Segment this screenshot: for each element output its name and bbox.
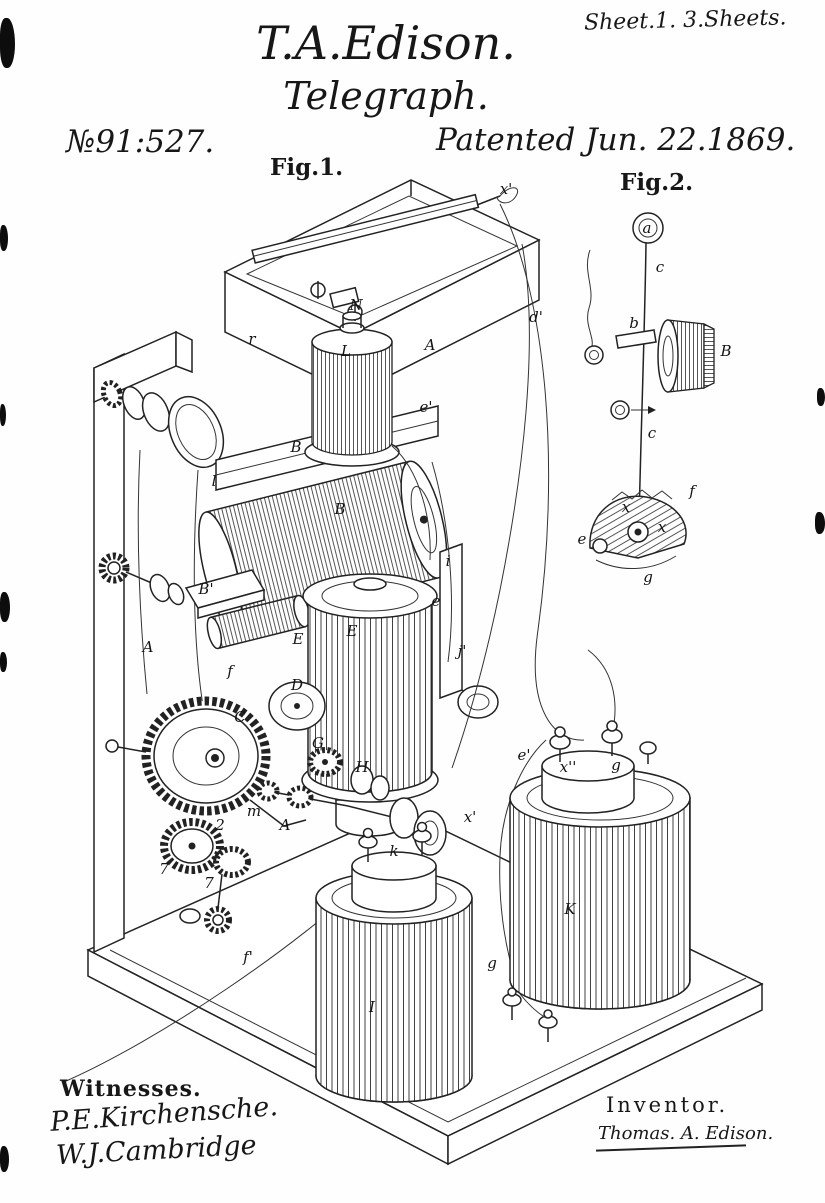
part-label-l: l xyxy=(212,472,217,490)
inventor-name-heading: T.A.Edison. xyxy=(256,16,516,70)
scan-artifact xyxy=(817,388,825,406)
lever-bar xyxy=(251,193,480,264)
part-label-B: B xyxy=(289,438,301,456)
scan-artifact xyxy=(0,592,10,622)
part-label-e': e' xyxy=(517,746,530,764)
scan-artifact xyxy=(0,18,15,68)
part-label-7: 7 xyxy=(204,874,214,892)
patent-date: Patented Jun. 22.1869. xyxy=(436,122,796,158)
inventor-label: Inventor. xyxy=(606,1093,729,1117)
fig1-label: Fig.1. xyxy=(270,154,344,181)
right-frame-member xyxy=(439,542,499,719)
part-label-A: A xyxy=(278,816,291,834)
fig2-label: Fig.2. xyxy=(620,169,694,196)
battery-jar-K xyxy=(509,720,691,1010)
left-frame-plank xyxy=(93,330,193,954)
battery-jar-I xyxy=(315,821,473,1103)
gear-train xyxy=(105,681,447,934)
part-label-7: 7 xyxy=(159,860,169,878)
part-label-k: k xyxy=(389,842,398,860)
part-label-c: c xyxy=(648,424,657,442)
part-label-x: x xyxy=(658,518,667,536)
part-label-f': f' xyxy=(242,948,253,966)
part-label-E: E xyxy=(292,630,304,648)
part-label-f: f xyxy=(688,482,697,500)
part-label-N: N xyxy=(348,296,363,314)
part-label-g: g xyxy=(487,954,497,972)
part-label-D: D xyxy=(290,676,303,694)
part-label-g: g xyxy=(611,756,621,774)
invention-title: Telegraph. xyxy=(283,74,489,118)
front-roller xyxy=(184,569,311,650)
part-label-j': j' xyxy=(455,642,467,660)
part-label-I: I xyxy=(368,998,376,1016)
scan-artifact xyxy=(0,404,6,426)
part-label-b: b xyxy=(629,314,639,332)
part-label-r: r xyxy=(248,330,256,348)
part-label-x': x' xyxy=(464,808,477,826)
magnet-cylinder-L xyxy=(304,311,400,467)
fig2-drawing: a c bBc f e x x g xyxy=(578,212,732,586)
part-label-B': B' xyxy=(197,580,213,598)
scan-artifact xyxy=(0,652,7,672)
part-label-c: c xyxy=(656,258,665,276)
part-label-x'': x'' xyxy=(560,758,577,776)
wire-x-prime xyxy=(496,187,518,204)
scan-artifact xyxy=(0,1146,9,1172)
part-label-K: K xyxy=(563,900,576,918)
part-label-a: a xyxy=(643,219,652,237)
scan-artifact xyxy=(0,225,8,251)
pendulum-disc xyxy=(632,212,664,244)
part-label-E: E xyxy=(346,622,358,640)
ratchet-cam xyxy=(589,489,687,569)
hook-wire xyxy=(586,249,593,347)
guide-ring xyxy=(610,400,630,420)
part-label-f: f xyxy=(226,662,235,680)
fig2-part-labels: a c bBc f e x x g xyxy=(578,219,732,586)
part-label-e': e' xyxy=(419,398,432,416)
part-label-G: G xyxy=(312,734,324,752)
part-label-L: L xyxy=(340,342,351,360)
side-gear-B xyxy=(657,319,715,393)
base-binding-posts xyxy=(502,987,558,1042)
part-label-x': x' xyxy=(500,180,513,198)
part-label-A: A xyxy=(141,638,154,656)
part-label-A: A xyxy=(423,336,436,354)
pulley-train xyxy=(98,379,225,707)
part-label-m: m xyxy=(247,802,261,820)
witnesses-label: Witnesses. xyxy=(60,1076,202,1102)
part-label-x: x xyxy=(622,498,631,516)
part-label-B: B xyxy=(719,342,731,360)
part-label-e: e xyxy=(578,530,587,548)
part-label-g: g xyxy=(643,568,653,586)
fig1-drawing: x'd'Ae'LNrlBBB'AEEeij'fDCGHmA277kx'x''ge… xyxy=(63,179,764,1166)
pendulum-rod xyxy=(638,242,647,523)
part-label-2: 2 xyxy=(214,816,225,834)
part-label-C: C xyxy=(234,708,246,726)
part-label-i: i xyxy=(446,552,451,570)
part-label-B: B xyxy=(333,500,345,518)
part-label-e: e xyxy=(432,592,441,610)
arrow-head xyxy=(648,406,656,414)
inventor-signature: Thomas. A. Edison. xyxy=(598,1123,774,1144)
part-label-H: H xyxy=(354,758,369,776)
part-label-d': d' xyxy=(529,308,543,326)
scan-artifact xyxy=(815,512,825,534)
patent-number: №91:527. xyxy=(66,124,215,160)
